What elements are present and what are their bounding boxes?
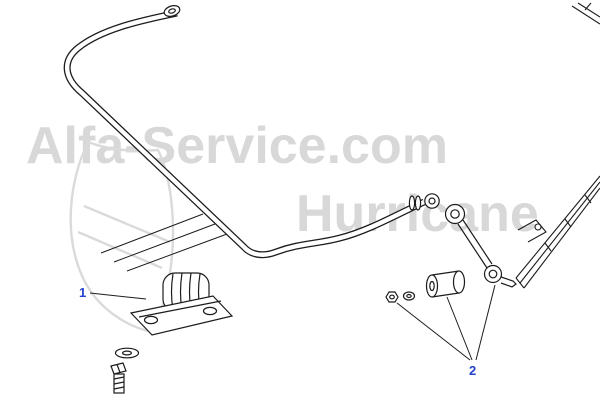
link-washer <box>402 291 416 301</box>
link-nut <box>385 291 399 303</box>
bracket-part <box>129 295 234 336</box>
bar-top-eye <box>163 5 181 17</box>
part1-leader-line <box>89 292 147 300</box>
position-fan-lines <box>100 213 228 272</box>
stabilizer-bar <box>63 5 440 259</box>
bolt-part <box>110 362 127 394</box>
washer-part <box>114 347 140 359</box>
part-number-2[interactable]: 2 <box>469 363 476 378</box>
part1-assembly <box>89 272 234 394</box>
chassis-rail <box>515 2 600 289</box>
bar-end-eye <box>408 193 440 211</box>
part-number-1[interactable]: 1 <box>79 285 86 300</box>
part2-assembly <box>385 203 517 361</box>
part2-leader-lines <box>396 284 496 361</box>
watermark-shield-logo <box>69 140 175 334</box>
drop-link-part <box>444 203 517 288</box>
link-bushing-cylinder <box>425 270 466 298</box>
corner-rail-part <box>571 2 600 25</box>
